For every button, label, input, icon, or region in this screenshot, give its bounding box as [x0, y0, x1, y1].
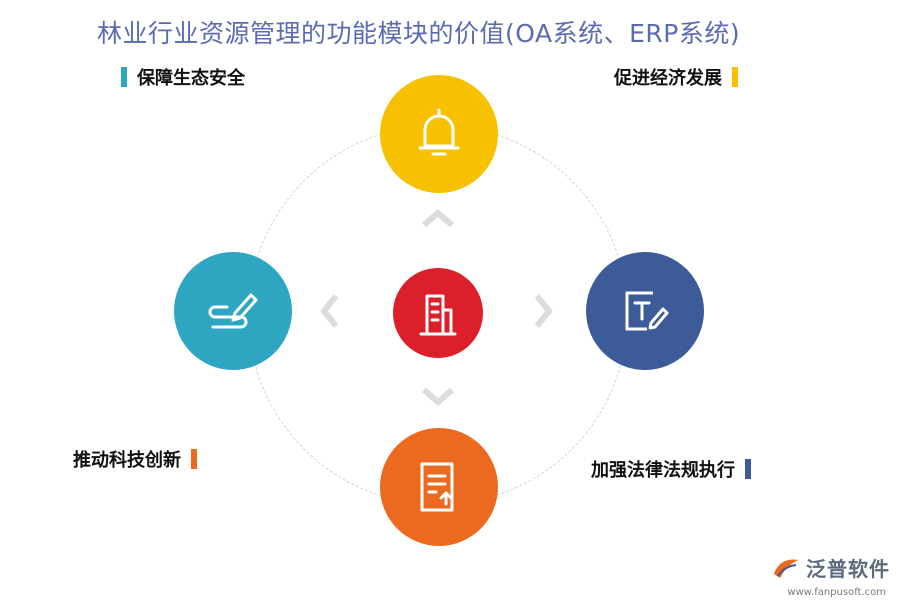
label-text: 推动科技创新: [73, 450, 181, 471]
label-text: 保障生态安全: [137, 68, 245, 89]
label-text: 加强法律法规执行: [591, 460, 735, 481]
label-economic-development: 促进经济发展: [614, 64, 738, 90]
label-text: 促进经济发展: [614, 68, 722, 89]
label-law-enforcement: 加强法律法规执行: [591, 456, 751, 482]
orange-bar-marker: [191, 449, 197, 469]
page-title: 林业行业资源管理的功能模块的价值(OA系统、ERP系统): [97, 19, 741, 48]
node-right: [586, 252, 704, 370]
chevron-up-icon: [422, 209, 454, 227]
chevron-down-icon: [422, 388, 454, 406]
building-icon: [419, 294, 457, 336]
bell-icon: [418, 108, 460, 156]
watermark-brand: 泛普软件: [806, 557, 890, 581]
navy-bar-marker: [745, 459, 751, 479]
teal-bar-marker: [121, 67, 127, 87]
watermark-url: www.fanpusoft.com: [787, 587, 886, 598]
label-tech-innovation: 推动科技创新: [73, 446, 197, 472]
signature-icon: [208, 293, 258, 329]
chevron-right-icon: [535, 294, 553, 328]
watermark-logo: 泛普软件: [772, 553, 890, 582]
document-upload-icon: [420, 462, 454, 512]
node-top: [380, 75, 498, 193]
node-bottom: [380, 428, 498, 546]
node-left: [174, 252, 292, 370]
chevron-left-icon: [320, 294, 338, 328]
label-ecological-security: 保障生态安全: [121, 64, 245, 90]
yellow-bar-marker: [732, 67, 738, 87]
node-center: [393, 268, 483, 358]
text-edit-icon: [625, 291, 669, 331]
brand-logo-icon: [774, 559, 798, 578]
